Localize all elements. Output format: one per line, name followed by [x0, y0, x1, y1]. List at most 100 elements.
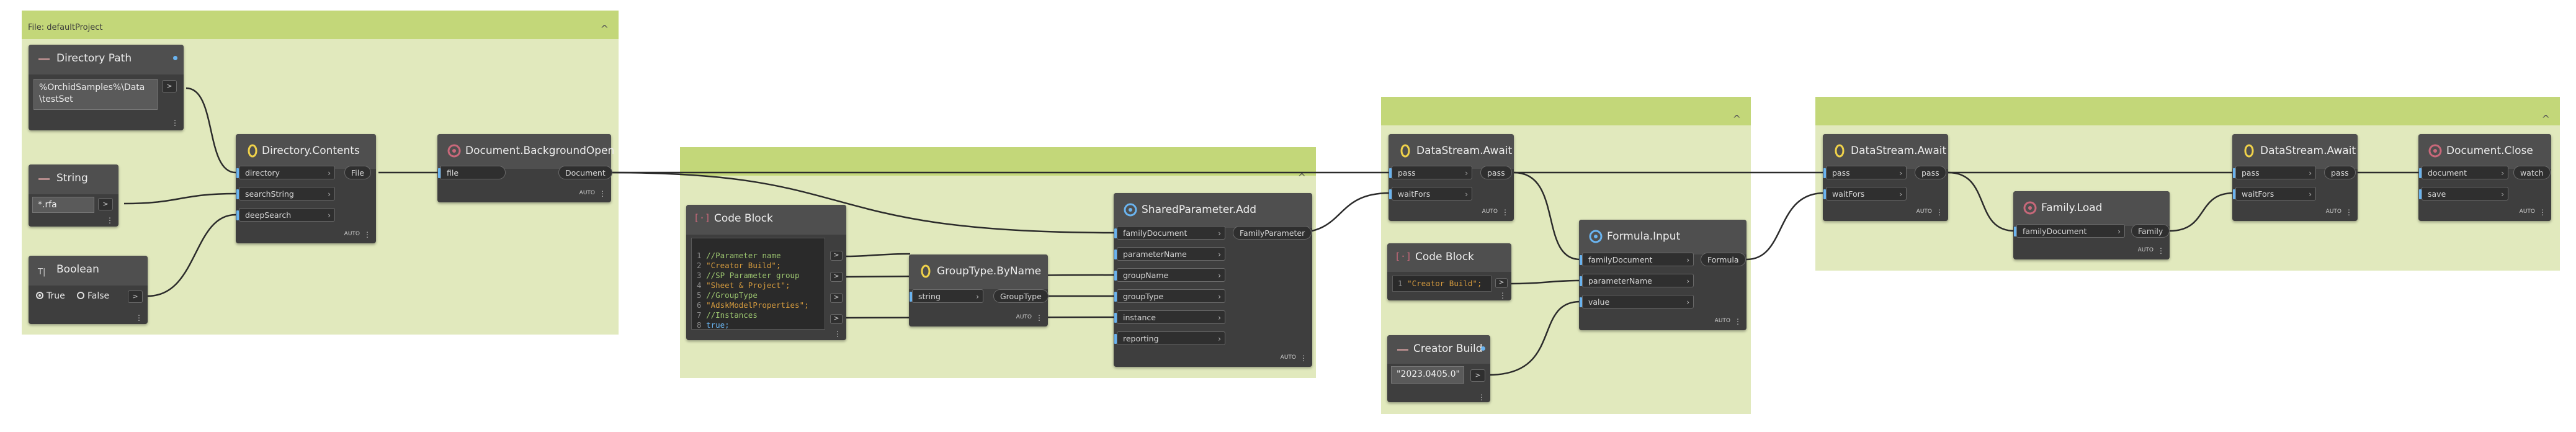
input-port-save[interactable]: save›: [2419, 187, 2508, 200]
creator-build-input[interactable]: "2023.0405.0": [1391, 366, 1464, 384]
more-dots-icon[interactable]: ⋮: [1499, 291, 1506, 300]
input-port-waitfors[interactable]: waitFors›: [2233, 187, 2316, 200]
input-port-reporting[interactable]: reporting›: [1114, 331, 1225, 345]
node-document-backgroundopen[interactable]: Document.BackgroundOpen file Document AU…: [437, 134, 614, 202]
code-editor[interactable]: 1 //Parameter name 2 "Creator Build"; 3 …: [691, 238, 825, 330]
input-port-deepsearch[interactable]: deepSearch›: [236, 208, 335, 222]
output-port[interactable]: >: [98, 198, 113, 210]
collapse-icon[interactable]: ^: [1297, 171, 1306, 183]
output-port[interactable]: >: [162, 80, 177, 92]
more-dots-icon[interactable]: ⋮: [1936, 208, 1943, 217]
input-port-waitfors[interactable]: waitFors›: [1823, 187, 1907, 200]
output-port[interactable]: >: [1470, 369, 1485, 382]
input-port-pass[interactable]: pass›: [1389, 166, 1472, 179]
output-port[interactable]: >: [1495, 278, 1508, 288]
more-dots-icon[interactable]: ⋮: [2345, 208, 2353, 217]
output-port-pass[interactable]: pass: [1480, 166, 1512, 179]
false-radio[interactable]: False: [77, 291, 109, 301]
more-dots-icon[interactable]: ⋮: [171, 119, 179, 127]
output-port-watch[interactable]: watch: [2513, 166, 2551, 179]
node-code-block-1[interactable]: [·] Code Block 1 //Parameter name 2 "Cre…: [686, 205, 846, 340]
input-port-value[interactable]: value›: [1580, 295, 1694, 308]
node-code-block-2[interactable]: [·] Code Block 1 "Creator Build"; > ⋮: [1387, 243, 1511, 300]
input-port-familydocument[interactable]: familyDocument›: [1580, 253, 1694, 266]
collapse-icon[interactable]: ^: [1732, 113, 1741, 125]
true-radio[interactable]: True: [36, 291, 65, 301]
input-port-groupname[interactable]: groupName›: [1114, 268, 1225, 282]
node-sharedparameter-add[interactable]: SharedParameter.Add familyDocument› para…: [1114, 193, 1312, 367]
more-dots-icon[interactable]: ⋮: [834, 330, 841, 338]
wire-boolean-to-deepsearch: [147, 214, 236, 297]
output-port-family[interactable]: Family: [2131, 224, 2170, 238]
more-dots-icon[interactable]: ⋮: [1478, 393, 1485, 402]
input-port-parametername[interactable]: parameterName›: [1114, 247, 1225, 261]
group-header[interactable]: [680, 147, 1316, 176]
node-glyph-icon: [2244, 144, 2254, 158]
node-grouptype-byname[interactable]: GroupType.ByName string› GroupType AUTO …: [909, 254, 1049, 326]
collapse-icon[interactable]: ^: [2541, 113, 2550, 125]
input-port-familydocument[interactable]: familyDocument›: [1114, 226, 1225, 240]
more-dots-icon[interactable]: ⋮: [1734, 317, 1742, 326]
node-glyph-icon: [1124, 203, 1137, 217]
code-editor[interactable]: 1 "Creator Build";: [1392, 276, 1491, 292]
output-port-3[interactable]: >: [830, 293, 843, 303]
more-dots-icon[interactable]: ⋮: [599, 189, 606, 198]
directory-path-input[interactable]: %OrchidSamples%\Data \testSet: [34, 79, 158, 110]
input-port-grouptype[interactable]: groupType›: [1114, 289, 1225, 303]
node-creator-build[interactable]: Creator Build "2023.0405.0" > ⋮: [1387, 335, 1490, 402]
output-port-2[interactable]: >: [830, 272, 843, 282]
string-input[interactable]: *.rfa: [32, 197, 94, 213]
more-dots-icon[interactable]: ⋮: [135, 313, 143, 322]
input-port-waitfors[interactable]: waitFors›: [1389, 187, 1472, 200]
more-dots-icon[interactable]: ⋮: [106, 216, 114, 225]
output-port-file[interactable]: File: [344, 166, 371, 179]
input-port-parametername[interactable]: parameterName›: [1580, 274, 1694, 287]
output-port-formula[interactable]: Formula: [1701, 253, 1746, 266]
output-port-familyparameter[interactable]: FamilyParameter: [1233, 226, 1312, 240]
wire-doc-to-familydoc: [610, 171, 1116, 234]
node-glyph-icon: [1835, 144, 1845, 158]
output-port-grouptype[interactable]: GroupType: [993, 289, 1049, 303]
more-dots-icon[interactable]: ⋮: [364, 230, 371, 239]
node-title: Directory.Contents: [262, 145, 360, 157]
node-glyph-icon: [921, 264, 931, 278]
input-port-document[interactable]: document›: [2419, 166, 2508, 179]
lacing-label: AUTO: [1714, 318, 1730, 324]
input-port-pass[interactable]: pass›: [1823, 166, 1907, 179]
input-port-instance[interactable]: instance›: [1114, 310, 1225, 324]
wire-formula-to-waitfors: [1746, 192, 1825, 261]
input-port-directory[interactable]: directory›: [236, 166, 335, 179]
node-datastream-await-3[interactable]: DataStream.Await pass› waitFors› pass AU…: [2232, 134, 2358, 221]
group-header[interactable]: [1381, 97, 1751, 125]
output-port-4[interactable]: >: [830, 314, 843, 324]
more-dots-icon[interactable]: ⋮: [1300, 354, 1307, 362]
input-port-file[interactable]: file: [438, 166, 506, 179]
node-directory-contents[interactable]: Directory.Contents directory› searchStri…: [236, 134, 376, 243]
input-port-familydocument[interactable]: familyDocument›: [2014, 224, 2125, 238]
group-header[interactable]: [1815, 97, 2560, 125]
node-string[interactable]: String *.rfa > ⋮: [29, 164, 119, 227]
group-title: File: defaultProject: [28, 23, 103, 32]
more-dots-icon[interactable]: ⋮: [2157, 246, 2165, 255]
collapse-icon[interactable]: ^: [600, 23, 609, 35]
node-directory-path[interactable]: Directory Path %OrchidSamples%\Data \tes…: [29, 45, 184, 130]
input-port-searchstring[interactable]: searchString›: [236, 187, 335, 200]
output-port-document[interactable]: Document: [558, 166, 612, 179]
group-header[interactable]: [22, 11, 619, 39]
output-port-1[interactable]: >: [830, 251, 843, 261]
more-dots-icon[interactable]: ⋮: [1035, 313, 1043, 322]
more-dots-icon[interactable]: ⋮: [1501, 208, 1509, 217]
false-label: False: [87, 291, 110, 301]
output-port-pass[interactable]: pass: [1915, 166, 1946, 179]
node-boolean[interactable]: T| Boolean True False > ⋮: [29, 256, 148, 324]
node-document-close[interactable]: Document.Close document› save› watch AUT…: [2418, 134, 2551, 221]
input-port-pass[interactable]: pass›: [2233, 166, 2316, 179]
more-dots-icon[interactable]: ⋮: [2539, 208, 2546, 217]
output-port-pass[interactable]: pass: [2324, 166, 2356, 179]
node-datastream-await-1[interactable]: DataStream.Await pass› waitFors› pass AU…: [1389, 134, 1514, 221]
node-datastream-await-2[interactable]: DataStream.Await pass› waitFors› pass AU…: [1823, 134, 1948, 221]
node-formula-input[interactable]: Formula.Input familyDocument› parameterN…: [1579, 220, 1746, 330]
output-port[interactable]: >: [128, 290, 143, 303]
input-port-string[interactable]: string›: [910, 289, 983, 303]
node-family-load[interactable]: Family.Load familyDocument› Family AUTO …: [2013, 191, 2170, 259]
